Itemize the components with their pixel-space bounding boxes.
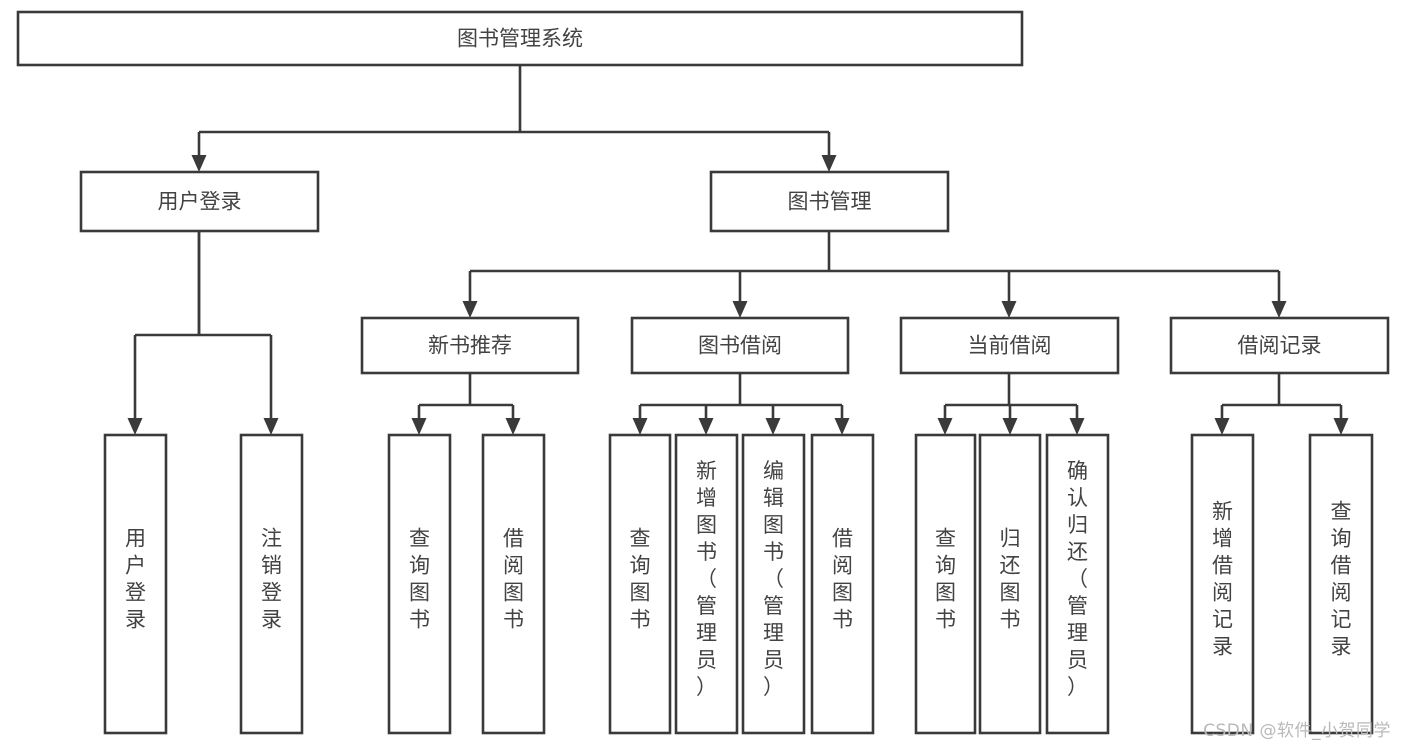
nodes-layer: 图书管理系统用户登录图书管理新书推荐图书借阅当前借阅借阅记录用户登录注销登录查询… (16, 10, 1390, 735)
new-book-recommend-leaf-drop-0-arrowhead (411, 418, 427, 435)
level2-drop-2-arrowhead (1001, 301, 1017, 318)
node-book-borrow[interactable]: 图书借阅 (630, 316, 850, 375)
node-box-leaf-query-book-2[interactable] (608, 433, 672, 735)
node-label-leaf-borrow-book-1: 借阅图书 (503, 527, 524, 632)
node-label-leaf-query-book-2: 查询图书 (630, 527, 651, 632)
node-label-new-book-recommend: 新书推荐 (428, 334, 512, 358)
node-label-leaf-add-book: 新增图书（管理员） (696, 459, 717, 699)
node-box-root[interactable] (16, 10, 1024, 67)
node-box-leaf-query-record[interactable] (1308, 433, 1374, 735)
node-label-current-borrow: 当前借阅 (968, 334, 1052, 358)
node-book-manage[interactable]: 图书管理 (709, 170, 950, 233)
borrow-record-leaf-drop-1-arrowhead (1333, 418, 1349, 435)
current-borrow-leaf-drop-0-arrowhead (937, 418, 953, 435)
level2-drop-0-arrowhead (462, 301, 478, 318)
node-box-leaf-return-book[interactable] (978, 433, 1042, 735)
node-box-leaf-user-login[interactable] (103, 433, 168, 735)
node-leaf-borrow-book-1[interactable]: 借阅图书 (481, 433, 546, 735)
node-box-book-borrow[interactable] (630, 316, 850, 375)
node-leaf-user-login[interactable]: 用户登录 (103, 433, 168, 735)
node-leaf-query-book-2[interactable]: 查询图书 (608, 433, 672, 735)
current-borrow-leaf-drop-1-arrowhead (1002, 418, 1018, 435)
root-drop-0-arrowhead (191, 155, 207, 172)
node-leaf-return-book[interactable]: 归还图书 (978, 433, 1042, 735)
new-book-recommend-leaf-drop-1-arrowhead (505, 418, 521, 435)
book-borrow-leaf-drop-0-arrowhead (632, 418, 648, 435)
current-borrow-leaf-drop-2-arrowhead (1069, 418, 1085, 435)
user-login-leaf-drop-1-arrowhead (263, 418, 279, 435)
node-leaf-query-book-3[interactable]: 查询图书 (914, 433, 977, 735)
node-box-leaf-edit-book[interactable] (741, 433, 806, 735)
node-leaf-logout[interactable]: 注销登录 (239, 433, 304, 735)
user-login-leaf-drop-0-arrowhead (127, 418, 143, 435)
node-label-leaf-borrow-book-2: 借阅图书 (832, 527, 853, 632)
node-label-leaf-query-record: 查询借阅记录 (1331, 500, 1352, 659)
node-user-login[interactable]: 用户登录 (79, 170, 320, 233)
node-box-leaf-confirm-return[interactable] (1045, 433, 1110, 735)
node-leaf-add-record[interactable]: 新增借阅记录 (1190, 433, 1255, 735)
node-label-leaf-return-book: 归还图书 (1000, 527, 1021, 632)
node-label-leaf-confirm-return: 确认归还（管理员） (1067, 459, 1088, 699)
node-label-borrow-record: 借阅记录 (1238, 334, 1322, 358)
node-box-leaf-query-book-3[interactable] (914, 433, 977, 735)
connectors-layer (127, 65, 1349, 435)
root-drop-1-arrowhead (821, 155, 837, 172)
node-label-leaf-query-book-3: 查询图书 (935, 527, 956, 632)
node-box-borrow-record[interactable] (1169, 316, 1390, 375)
node-label-book-manage: 图书管理 (788, 190, 872, 214)
book-borrow-leaf-drop-2-arrowhead (765, 418, 781, 435)
node-label-user-login: 用户登录 (158, 190, 242, 214)
node-current-borrow[interactable]: 当前借阅 (899, 316, 1120, 375)
node-label-leaf-logout: 注销登录 (261, 527, 282, 632)
node-box-leaf-add-book[interactable] (674, 433, 739, 735)
node-box-book-manage[interactable] (709, 170, 950, 233)
watermark-label: CSDN @软件_小贺同学 (1203, 721, 1391, 741)
node-label-leaf-edit-book: 编辑图书（管理员） (763, 459, 784, 699)
node-label-root: 图书管理系统 (457, 27, 583, 51)
node-new-book-recommend[interactable]: 新书推荐 (360, 316, 580, 375)
node-box-leaf-logout[interactable] (239, 433, 304, 735)
node-root[interactable]: 图书管理系统 (16, 10, 1024, 67)
node-borrow-record[interactable]: 借阅记录 (1169, 316, 1390, 375)
node-box-user-login[interactable] (79, 170, 320, 233)
book-borrow-leaf-drop-3-arrowhead (834, 418, 850, 435)
node-box-leaf-query-book-1[interactable] (387, 433, 452, 735)
node-box-leaf-borrow-book-1[interactable] (481, 433, 546, 735)
node-box-new-book-recommend[interactable] (360, 316, 580, 375)
node-label-leaf-add-record: 新增借阅记录 (1212, 500, 1233, 659)
level2-drop-3-arrowhead (1271, 301, 1287, 318)
node-leaf-add-book[interactable]: 新增图书（管理员） (674, 433, 739, 735)
node-leaf-query-record[interactable]: 查询借阅记录 (1308, 433, 1374, 735)
node-box-leaf-borrow-book-2[interactable] (810, 433, 875, 735)
node-leaf-query-book-1[interactable]: 查询图书 (387, 433, 452, 735)
node-leaf-edit-book[interactable]: 编辑图书（管理员） (741, 433, 806, 735)
node-leaf-borrow-book-2[interactable]: 借阅图书 (810, 433, 875, 735)
node-box-leaf-add-record[interactable] (1190, 433, 1255, 735)
node-box-current-borrow[interactable] (899, 316, 1120, 375)
book-borrow-leaf-drop-1-arrowhead (698, 418, 714, 435)
node-label-book-borrow: 图书借阅 (698, 334, 782, 358)
node-label-leaf-query-book-1: 查询图书 (409, 527, 430, 632)
node-label-leaf-user-login: 用户登录 (125, 527, 146, 632)
node-leaf-confirm-return[interactable]: 确认归还（管理员） (1045, 433, 1110, 735)
borrow-record-leaf-drop-0-arrowhead (1214, 418, 1230, 435)
level2-drop-1-arrowhead (732, 301, 748, 318)
